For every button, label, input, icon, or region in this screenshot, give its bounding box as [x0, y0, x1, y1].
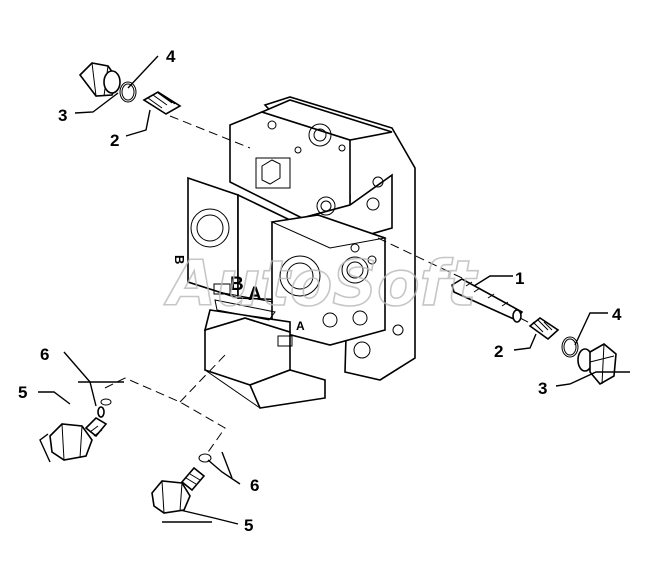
- spring-right: [528, 317, 560, 341]
- o-ring-lower-left: [100, 398, 112, 406]
- plug-hex-right: [577, 343, 617, 386]
- right-spool-assembly: [451, 278, 617, 386]
- lower-middle-relief-valve: [151, 453, 212, 514]
- valve-body: B B A A: [172, 96, 416, 409]
- callout-labels: 1 2 2 3 3 4 4 5 5 6 6: [18, 47, 622, 535]
- callout-5-bottom: 5: [244, 516, 253, 535]
- callout-4-upper: 4: [166, 47, 176, 66]
- port-b-label: B: [230, 274, 244, 295]
- lower-left-relief-valve: [49, 398, 112, 461]
- spring-upper-left: [142, 91, 182, 115]
- callout-6-bottom: 6: [250, 476, 259, 495]
- watermark-text: AutoSoft: [163, 247, 479, 320]
- port-a-label: A: [248, 284, 262, 305]
- callout-4-right: 4: [612, 305, 622, 324]
- spool-part: [451, 278, 524, 323]
- upper-left-plug-assembly: [78, 62, 182, 115]
- o-ring-right: [561, 336, 579, 358]
- callout-5-left: 5: [18, 383, 27, 402]
- callout-2-upper: 2: [110, 131, 119, 150]
- b-side-label: B: [172, 255, 187, 264]
- callout-1: 1: [515, 269, 524, 288]
- leader-lines: [38, 55, 630, 525]
- callout-2-right: 2: [494, 342, 503, 361]
- port-a-small-label: A: [296, 319, 305, 333]
- callout-6-left: 6: [40, 345, 49, 364]
- callout-3-upper: 3: [58, 106, 67, 125]
- o-ring-lower-middle: [198, 453, 212, 463]
- o-ring-upper-left: [119, 81, 137, 103]
- callout-3-right: 3: [538, 379, 547, 398]
